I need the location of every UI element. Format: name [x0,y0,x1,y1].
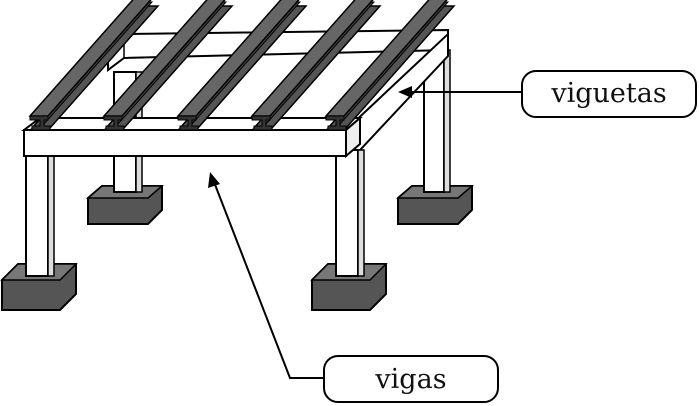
joist-5 [324,0,456,131]
label-viguetas-text: viguetas [550,78,666,109]
column-front-right [335,149,365,277]
arrow-viguetas [398,86,522,98]
label-viguetas: viguetas [521,70,697,118]
footing-back-right [395,185,475,225]
arrow-vigas [208,172,324,379]
joist-4 [250,0,382,131]
label-vigas: vigas [323,355,499,403]
footing-front-left [0,263,78,311]
joists [28,0,456,131]
column-front-left [25,149,55,277]
joist-1 [28,0,160,131]
joist-3 [176,0,308,131]
footing-back-left [85,185,165,225]
label-vigas-text: vigas [374,364,446,395]
joist-2 [102,0,234,131]
